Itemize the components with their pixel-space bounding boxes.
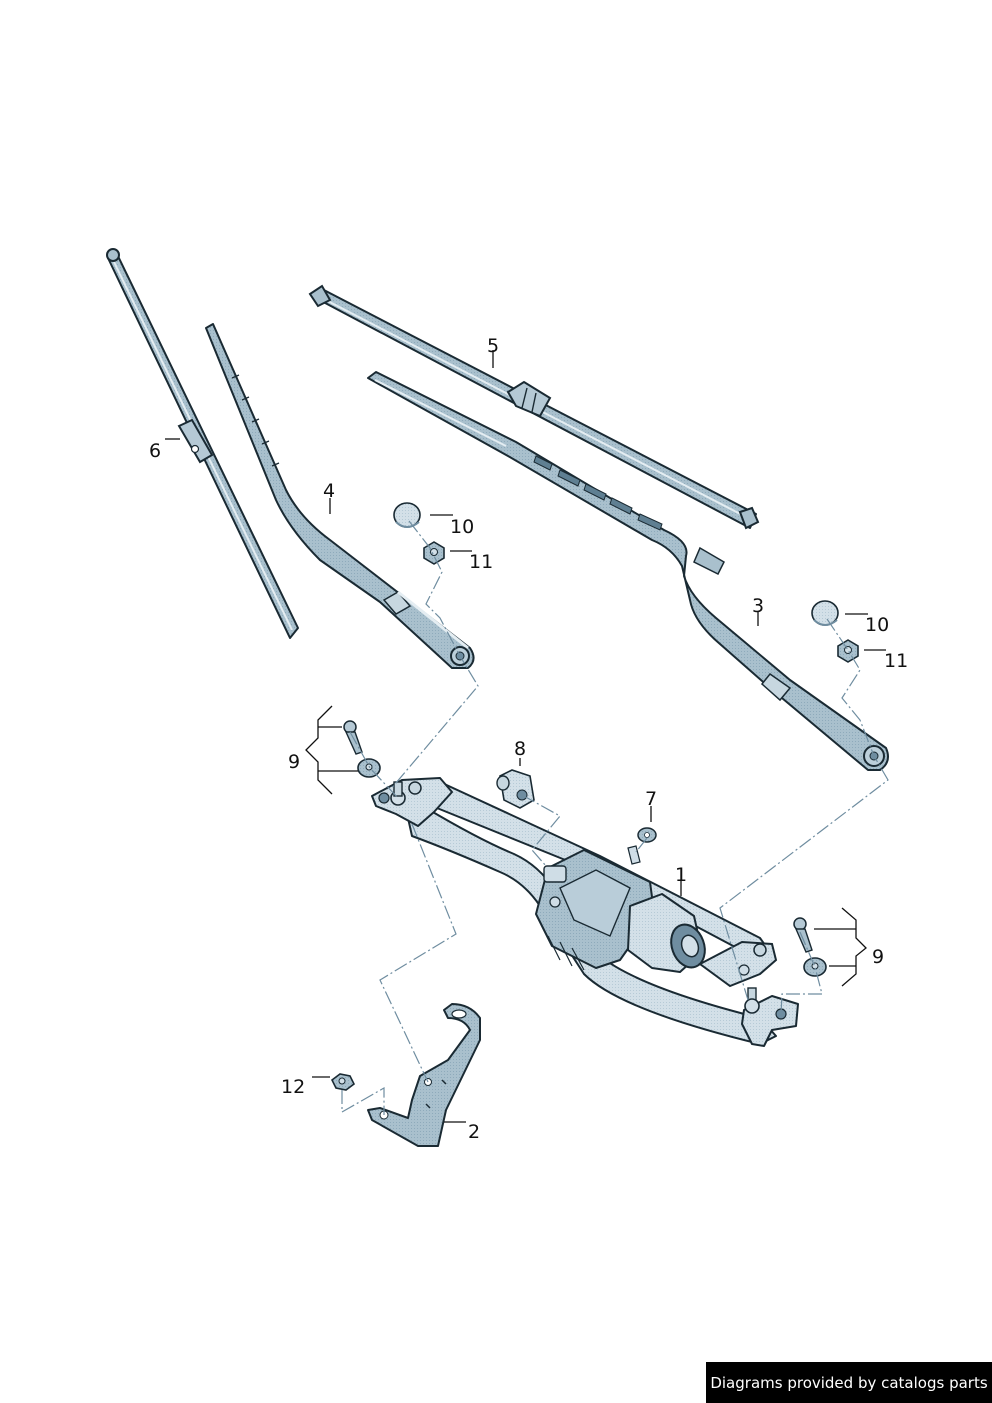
callout-2[interactable]: 2 [468, 1121, 481, 1143]
callout-11-right[interactable]: 11 [884, 650, 909, 672]
part-10-cap-right[interactable] [811, 600, 839, 626]
callout-1[interactable]: 1 [675, 864, 688, 886]
callout-7[interactable]: 7 [645, 788, 658, 810]
attribution-banner: Diagrams provided by catalogs parts [706, 1362, 992, 1403]
part-9-bolt-bushing-left[interactable] [343, 720, 381, 778]
part-1-wiper-linkage-motor[interactable] [371, 777, 799, 1047]
part-9-bolt-bushing-right[interactable] [793, 917, 827, 977]
callout-9-right[interactable]: 9 [872, 946, 885, 968]
part-8-connector[interactable] [496, 769, 535, 809]
part-11-nut-right[interactable] [837, 639, 859, 663]
part-3-wiper-arm[interactable] [367, 371, 889, 771]
callout-9-left[interactable]: 9 [288, 751, 301, 773]
callout-5[interactable]: 5 [487, 335, 500, 357]
leader-lines [165, 350, 886, 1123]
callout-6[interactable]: 6 [149, 440, 162, 462]
part-11-nut-left[interactable] [423, 541, 445, 565]
part-2-bracket[interactable] [367, 1003, 481, 1147]
assembly-lines [341, 520, 889, 1115]
part-6-wiper-blade[interactable] [106, 248, 299, 639]
callout-11-left[interactable]: 11 [469, 551, 494, 573]
attribution-text: Diagrams provided by catalogs parts [710, 1373, 988, 1392]
part-12-nut[interactable] [330, 1073, 356, 1091]
part-7-grommet[interactable] [637, 827, 657, 843]
part-5-wiper-blade[interactable] [308, 284, 760, 530]
callout-3[interactable]: 3 [752, 595, 765, 617]
callout-10-right[interactable]: 10 [865, 614, 890, 636]
part-10-cap-left[interactable] [393, 502, 421, 528]
part-4-wiper-arm[interactable] [205, 323, 475, 669]
callout-8[interactable]: 8 [514, 738, 527, 760]
callout-10-left[interactable]: 10 [450, 516, 475, 538]
callout-12[interactable]: 12 [281, 1076, 306, 1098]
callout-4[interactable]: 4 [323, 480, 336, 502]
